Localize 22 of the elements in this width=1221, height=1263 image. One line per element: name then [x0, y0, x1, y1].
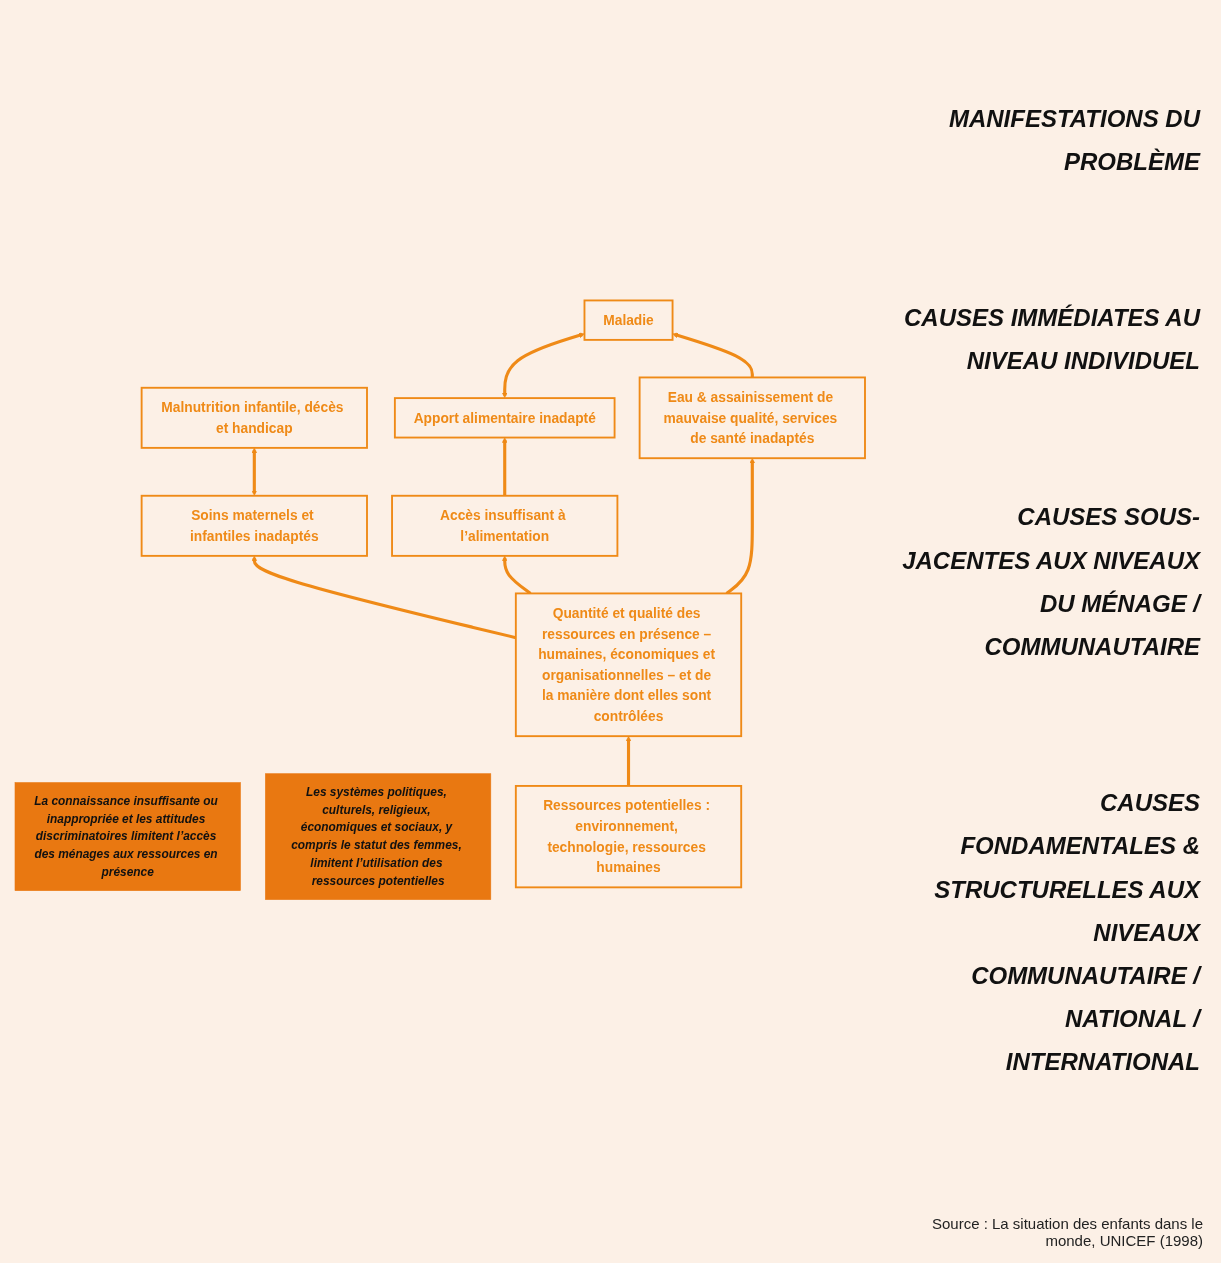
node-box: Les systèmes politiques, culturels, religieux, économiques et sociaux, y compris le statut des femmes, limitent l’utilisation des ressources potentielles	[265, 773, 492, 900]
node-box: Quantité et qualité des ressources en présence – humaines, économiques et organisationnelles – et de la manière dont elles sont contrôlées	[514, 592, 743, 738]
level-label: MANIFESTATIONS DU PROBLÈME	[947, 103, 1200, 177]
arrow	[501, 437, 508, 496]
arrow	[725, 457, 756, 595]
arrow	[625, 735, 632, 786]
node-box: Apport alimentaire inadapté	[393, 397, 616, 439]
node-box: Maladie	[583, 299, 674, 341]
level-label: CAUSES IMMÉDIATES AU NIVEAU INDIVIDUEL	[903, 302, 1200, 377]
level-label: CAUSES SOUS-JACENTES AUX NIVEAUX DU MÉNAGE / COMMUNAUTAIRE	[901, 502, 1200, 662]
node-box: Soins maternels et infantiles inadaptés	[140, 494, 368, 557]
node-box: La connaissance insuffisante ou inappropriée et les attitudes discriminatoires limitent l’accès des ménages aux ressources en présence	[14, 782, 241, 891]
node-box: Ressources potentielles : environnement, technologie, ressources humaines	[514, 785, 743, 889]
node-box: Malnutrition infantile, décès et handicap	[140, 386, 368, 449]
level-label: CAUSES FONDAMENTALES & STRUCTURELLES AUX NIVEAUX COMMUNAUTAIRE / NATIONAL / INTERNATIONAL	[933, 788, 1200, 1078]
arrow	[251, 447, 258, 496]
arrow	[672, 332, 754, 378]
source-caption: Source : La situation des enfants dans le monde, UNICEF (1998)	[931, 1215, 1203, 1249]
node-box: Accès insuffisant à l’alimentation	[391, 494, 619, 557]
node-box: Eau & assainissement de mauvaise qualité, services de santé inadaptés	[638, 376, 866, 460]
arrow	[501, 332, 585, 399]
arrow	[501, 555, 532, 595]
